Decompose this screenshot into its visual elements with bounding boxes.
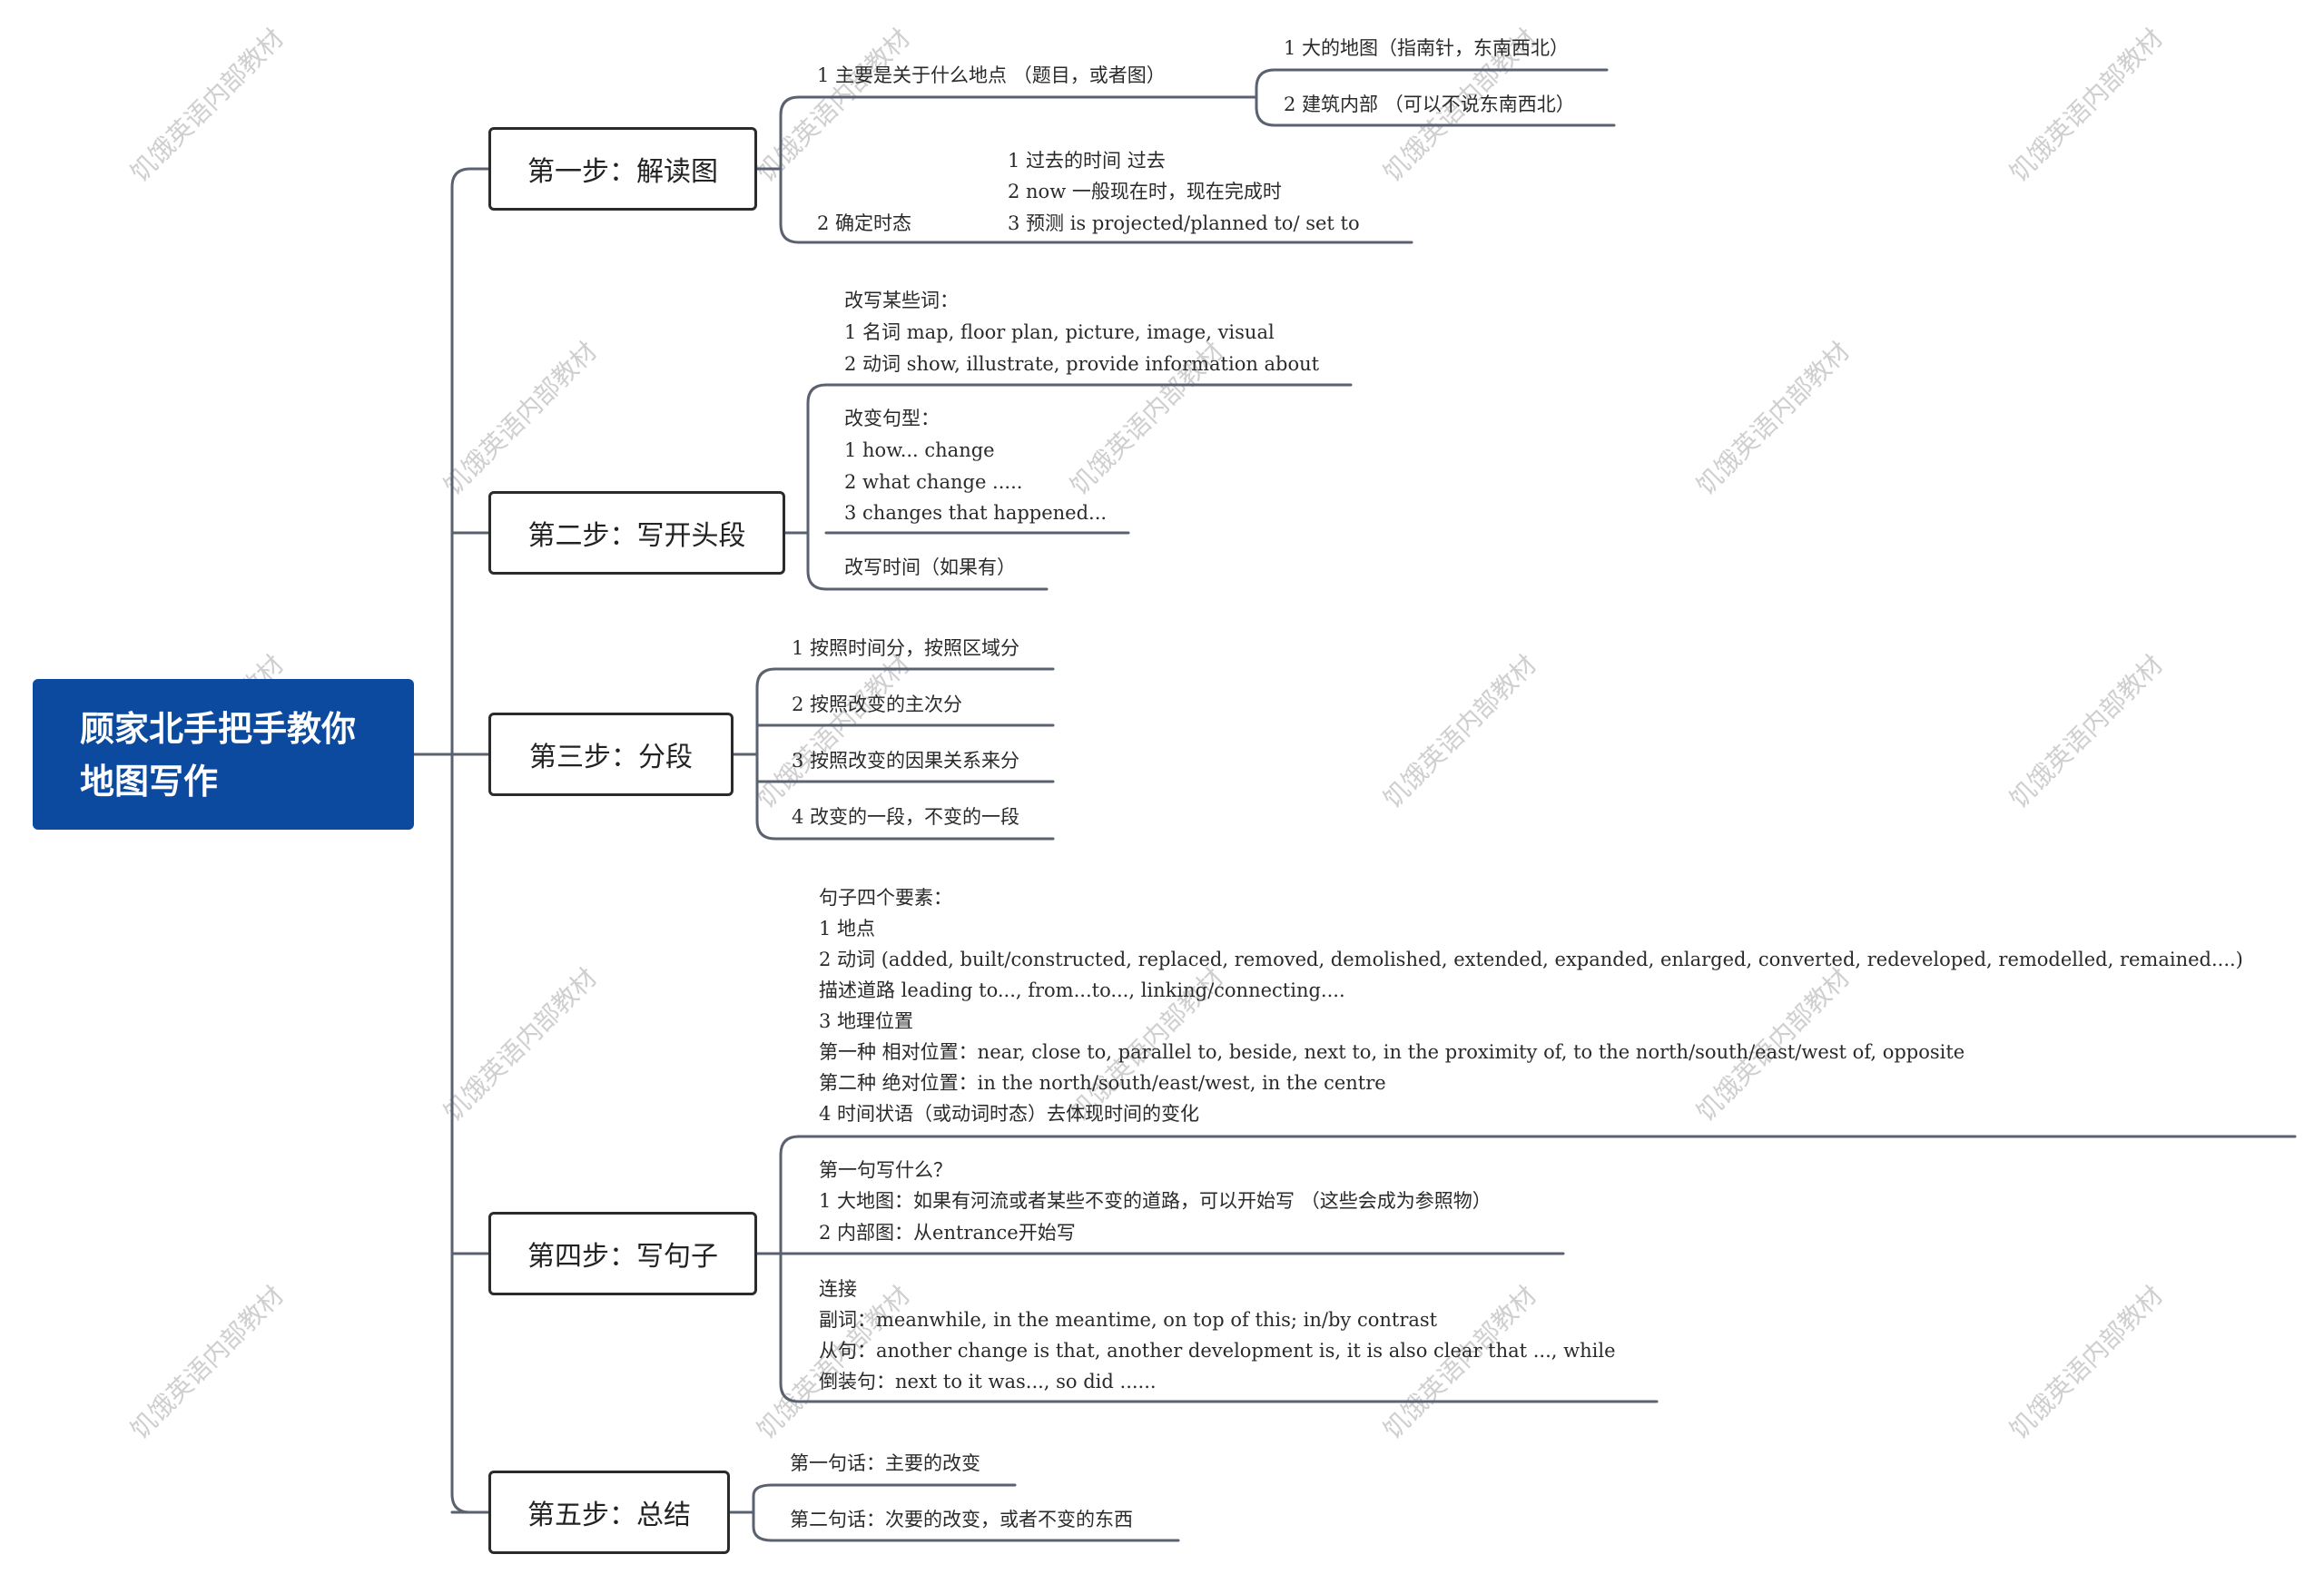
root-title-line1: 顾家北手把手教你 <box>80 709 357 749</box>
step1-topic2: 2 确定时态 <box>817 212 912 234</box>
step4-block3-line4: 倒装句：next to it was..., so did ...... <box>819 1371 1157 1392</box>
step3-item2: 2 按照改变的主次分 <box>792 694 963 715</box>
root-title-line2: 地图写作 <box>80 762 219 802</box>
step2-block2-line1: 改变句型： <box>844 408 940 429</box>
step3-item1: 1 按照时间分，按照区域分 <box>792 637 1020 659</box>
step4-block1-line1: 句子四个要素： <box>819 887 952 909</box>
step2-block1-line1: 改写某些词： <box>844 290 959 311</box>
step3-item4: 4 改变的一段，不变的一段 <box>792 806 1020 828</box>
step4-block1-line4: 描述道路 leading to..., from...to..., linkin… <box>819 979 1345 1001</box>
connector-trunk <box>450 167 472 1514</box>
step-5-node[interactable]: 第五步：总结 <box>488 1471 730 1554</box>
step4-block1-line8: 4 时间状语（或动词时态）去体现时间的变化 <box>819 1103 1200 1125</box>
step5-item2: 第二句话：次要的改变，或者不变的东西 <box>790 1509 1133 1530</box>
step4-block2-line1: 第一句写什么？ <box>819 1159 952 1181</box>
step4-block1-line7: 第二种 绝对位置：in the north/south/east/west, i… <box>819 1072 1386 1094</box>
step4-block1-line2: 1 地点 <box>819 918 876 940</box>
step2-block1-line3: 2 动词 show, illustrate, provide informati… <box>844 353 1320 375</box>
step4-block1-line6: 第一种 相对位置：near, close to, parallel to, be… <box>819 1041 1965 1063</box>
step2-block3: 改写时间（如果有） <box>844 556 1016 578</box>
step4-block3-line3: 从句：another change is that, another devel… <box>819 1340 1616 1362</box>
root-topic[interactable]: 顾家北手把手教你 地图写作 <box>33 679 414 830</box>
step-1-node[interactable]: 第一步：解读图 <box>488 127 757 211</box>
step4-block2-line2: 1 大地图：如果有河流或者某些不变的道路，可以开始写 （这些会成为参照物） <box>819 1190 1492 1212</box>
step4-block2-line3: 2 内部图：从entrance开始写 <box>819 1222 1076 1244</box>
step2-block2-line4: 3 changes that happened... <box>844 502 1108 524</box>
step-2-node[interactable]: 第二步：写开头段 <box>488 491 785 575</box>
step4-block3-line2: 副词：meanwhile, in the meantime, on top of… <box>819 1309 1438 1331</box>
step-4-node[interactable]: 第四步：写句子 <box>488 1212 757 1295</box>
step4-block3-line1: 连接 <box>819 1278 857 1300</box>
step2-block2-line3: 2 what change ..... <box>844 471 1023 493</box>
step1-tense1: 1 过去的时间 过去 <box>1008 150 1166 172</box>
step4-block1-line3: 2 动词 (added, built/constructed, replaced… <box>819 949 2243 970</box>
step2-block2-line2: 1 how... change <box>844 439 995 461</box>
step1-topic1: 1 主要是关于什么地点 （题目，或者图） <box>817 64 1166 86</box>
step5-item1: 第一句话：主要的改变 <box>790 1452 980 1474</box>
step-3-node[interactable]: 第三步：分段 <box>488 713 734 796</box>
step1-topic1-sub1: 1 大的地图（指南针，东南西北） <box>1284 37 1570 59</box>
step3-item3: 3 按照改变的因果关系来分 <box>792 750 1020 772</box>
step1-topic1-sub2: 2 建筑内部 （可以不说东南西北） <box>1284 93 1575 115</box>
step4-block1-line5: 3 地理位置 <box>819 1010 914 1032</box>
step1-tense2: 2 now 一般现在时，现在完成时 <box>1008 181 1282 202</box>
step1-tense3: 3 预测 is projected/planned to/ set to <box>1008 212 1360 234</box>
step2-block1-line2: 1 名词 map, floor plan, picture, image, vi… <box>844 321 1275 343</box>
